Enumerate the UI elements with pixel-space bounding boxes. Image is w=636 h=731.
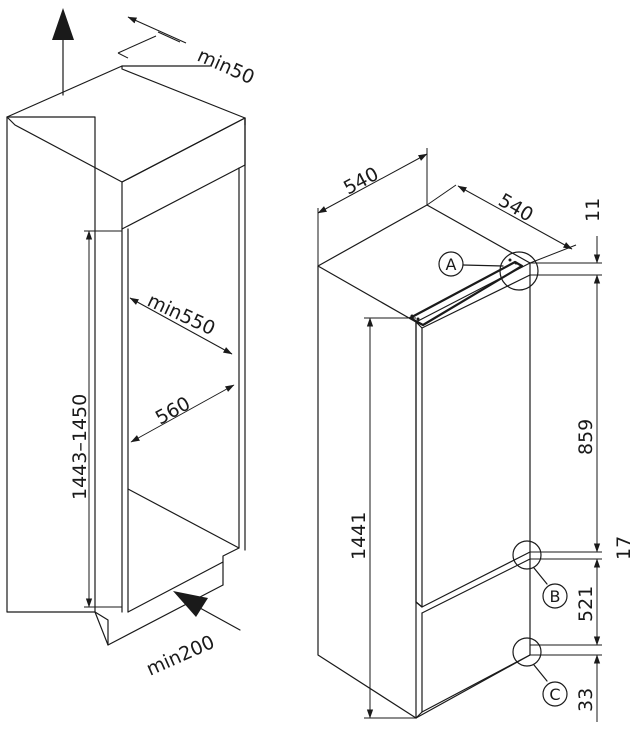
callout-c: C — [512, 637, 568, 707]
callout-c-label: C — [549, 685, 560, 704]
dimension-niche-width: 560 — [130, 384, 235, 443]
label-bottom-vent: min200 — [143, 631, 218, 680]
label-top-gap: 11 — [582, 198, 604, 222]
label-middle-gap: 17 — [613, 536, 635, 560]
label-appliance-width: 540 — [340, 163, 382, 199]
label-niche-depth: min550 — [144, 290, 219, 340]
dimension-chain-right: 11 859 17 521 33 — [530, 198, 635, 722]
dimension-appliance-depth: 540 — [426, 184, 577, 264]
appliance-body — [317, 204, 531, 719]
callout-b-label: B — [550, 587, 561, 606]
dimension-top-vent: min50 — [117, 16, 258, 89]
dimension-appliance-height: 1441 — [348, 317, 416, 719]
callout-a-label: A — [446, 255, 457, 274]
label-appliance-height: 1441 — [348, 512, 370, 560]
label-bottom-gap: 33 — [575, 688, 597, 712]
dimension-niche-height: 1443–1450 — [69, 230, 122, 608]
dimension-niche-depth: min550 — [129, 290, 233, 355]
label-niche-width: 560 — [152, 393, 194, 430]
label-niche-height: 1443–1450 — [69, 394, 91, 500]
airflow-up-arrow — [52, 8, 74, 96]
dimension-bottom-vent: min200 — [143, 591, 241, 681]
label-lower-door: 521 — [575, 586, 597, 622]
label-upper-door: 859 — [575, 419, 597, 455]
dimension-appliance-width: 540 — [317, 148, 428, 266]
cabinet-niche — [6, 65, 246, 646]
label-appliance-depth: 540 — [495, 189, 537, 226]
label-top-vent: min50 — [194, 44, 258, 89]
callout-b: B — [512, 540, 568, 609]
callout-a: A — [438, 251, 539, 291]
